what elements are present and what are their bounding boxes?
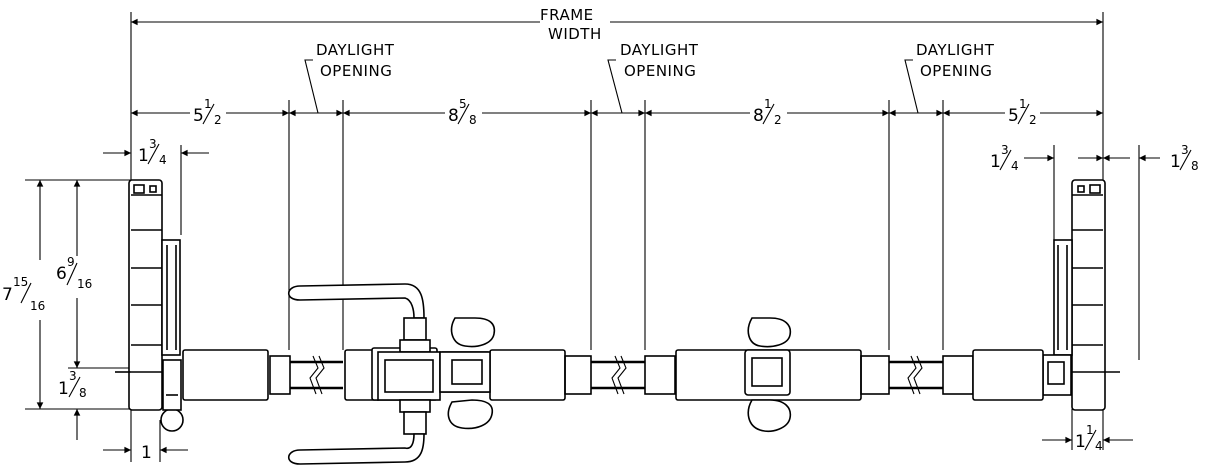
dim-8-1-2: 8 1 2 [753, 97, 782, 127]
svg-text:5: 5 [193, 106, 204, 126]
right-jamb-frame [1042, 179, 1120, 411]
svg-text:8: 8 [1191, 159, 1199, 173]
center-meeting-stile [744, 317, 792, 433]
dim-1-1-4-bottom: 1 1 4 [1042, 409, 1133, 453]
lever-handle-hardware [287, 283, 441, 465]
svg-text:DAYLIGHT: DAYLIGHT [916, 41, 995, 59]
svg-text:1: 1 [1170, 152, 1181, 172]
dim-1-3-4-left: 1 3 4 [103, 137, 209, 235]
svg-text:OPENING: OPENING [624, 62, 696, 80]
svg-text:1: 1 [764, 97, 772, 111]
svg-text:1: 1 [1086, 423, 1094, 437]
svg-text:3: 3 [1181, 143, 1189, 157]
svg-text:DAYLIGHT: DAYLIGHT [620, 41, 699, 59]
svg-text:6: 6 [56, 264, 67, 284]
dim-1-3-8-left: 1 3 8 [58, 369, 87, 400]
svg-text:16: 16 [77, 277, 92, 291]
svg-text:1: 1 [990, 152, 1001, 172]
svg-text:7: 7 [2, 285, 13, 305]
svg-text:8: 8 [753, 106, 764, 126]
svg-text:3: 3 [69, 369, 77, 383]
svg-text:5: 5 [1008, 106, 1019, 126]
svg-text:4: 4 [159, 153, 167, 167]
svg-text:1: 1 [141, 443, 152, 463]
svg-text:2: 2 [774, 113, 782, 127]
svg-text:8: 8 [79, 386, 87, 400]
dim-1-bottom: 1 [103, 409, 188, 463]
dim-1-3-8-top: 1 3 8 [1078, 143, 1199, 360]
daylight-opening-label-1: DAYLIGHT OPENING [304, 41, 395, 114]
svg-text:8: 8 [448, 106, 459, 126]
svg-text:16: 16 [30, 299, 45, 313]
cylinder-thumbturn [439, 317, 496, 430]
svg-text:9: 9 [67, 255, 75, 269]
dim-7-15-16: 7 15 16 [2, 275, 45, 313]
svg-text:DAYLIGHT: DAYLIGHT [316, 41, 395, 59]
svg-text:2: 2 [214, 113, 222, 127]
svg-text:8: 8 [469, 113, 477, 127]
svg-text:2: 2 [1029, 113, 1037, 127]
svg-text:5: 5 [459, 97, 467, 111]
left-jamb-frame [115, 179, 184, 432]
svg-text:15: 15 [13, 275, 28, 289]
svg-text:1: 1 [1075, 432, 1086, 452]
svg-text:4: 4 [1095, 439, 1103, 453]
svg-text:OPENING: OPENING [920, 62, 992, 80]
svg-text:3: 3 [1001, 143, 1009, 157]
svg-text:OPENING: OPENING [320, 62, 392, 80]
daylight-opening-label-3: DAYLIGHT OPENING [904, 41, 995, 114]
vertical-dimensions [25, 179, 131, 440]
daylight-opening-label-2: DAYLIGHT OPENING [607, 41, 699, 114]
svg-text:4: 4 [1011, 159, 1019, 173]
frame-width-label-2: WIDTH [548, 25, 602, 43]
svg-text:1: 1 [138, 146, 149, 166]
svg-text:3: 3 [149, 137, 157, 151]
svg-text:1: 1 [204, 97, 212, 111]
frame-width-dimension: FRAME WIDTH [130, 6, 1104, 180]
door-rails [182, 347, 1044, 401]
dim-8-5-8: 8 5 8 [448, 97, 477, 127]
svg-text:1: 1 [1019, 97, 1027, 111]
dim-6-9-16: 6 9 16 [56, 255, 92, 291]
frame-width-label-1: FRAME [540, 6, 594, 24]
dim-5-1-2-right: 5 1 2 [1008, 97, 1037, 127]
svg-text:1: 1 [58, 379, 69, 399]
dim-5-1-2-left: 5 1 2 [193, 97, 222, 127]
segment-dimensions: 5 1 2 8 5 8 8 1 2 5 1 2 [131, 97, 1103, 350]
